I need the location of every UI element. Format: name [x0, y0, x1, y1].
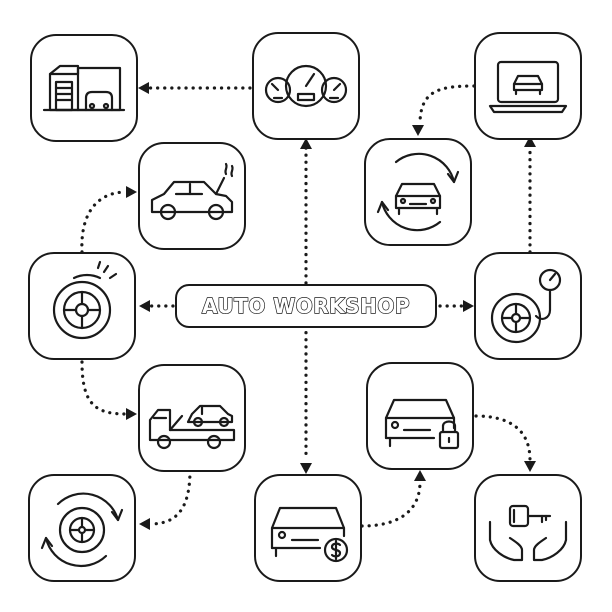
garage-icon — [42, 64, 126, 112]
arrowhead-garage — [138, 82, 149, 94]
arrowhead-tire-pressure — [463, 300, 474, 312]
node-dashboard — [252, 32, 360, 140]
connector-laptop-cycle — [418, 84, 476, 126]
car-open-hood-icon — [150, 162, 234, 221]
arrowhead-car-cycle — [412, 125, 424, 136]
arrowhead-dashboard — [300, 138, 312, 149]
hands-car-key-icon — [488, 504, 568, 562]
connector-tow-tirechange — [148, 468, 192, 526]
node-tire-change — [28, 474, 136, 582]
tire-pressure-gauge-icon — [490, 268, 562, 344]
node-garage — [30, 34, 138, 142]
tow-truck-icon — [148, 404, 236, 450]
node-car-key — [474, 474, 582, 582]
node-tow-truck — [138, 364, 246, 472]
brake-disc-icon — [52, 260, 118, 340]
car-refresh-icon — [376, 152, 460, 232]
tire-rotate-icon — [40, 492, 124, 568]
connector-price-security — [360, 480, 422, 528]
node-breakdown — [138, 142, 246, 250]
arrowhead-laptop — [524, 136, 536, 147]
arrowhead-tire-change — [139, 518, 150, 530]
node-car-price — [254, 474, 362, 582]
connector-brake-breakdown — [80, 190, 128, 254]
page-title: AUTO WORKSHOP — [201, 293, 410, 318]
connector-security-key — [474, 414, 532, 462]
arrowhead-car-security — [414, 470, 426, 481]
connector-brake-tow — [80, 360, 128, 416]
car-dollar-icon — [270, 506, 349, 563]
arrowhead-breakdown — [126, 186, 137, 198]
node-car-service-cycle — [364, 138, 472, 246]
node-online-diagnostics — [474, 32, 582, 140]
node-brake-disc — [28, 252, 136, 360]
arrowhead-car-key — [524, 461, 536, 472]
car-lock-icon — [384, 398, 460, 450]
central-topic: AUTO WORKSHOP — [175, 284, 437, 328]
node-tire-pressure — [474, 252, 582, 360]
arrowhead-tow-truck — [126, 408, 137, 420]
dashboard-gauges-icon — [264, 64, 348, 108]
laptop-car-icon — [488, 60, 568, 114]
node-car-security — [366, 362, 474, 470]
arrowhead-brake — [139, 300, 150, 312]
arrowhead-car-price — [300, 463, 312, 474]
